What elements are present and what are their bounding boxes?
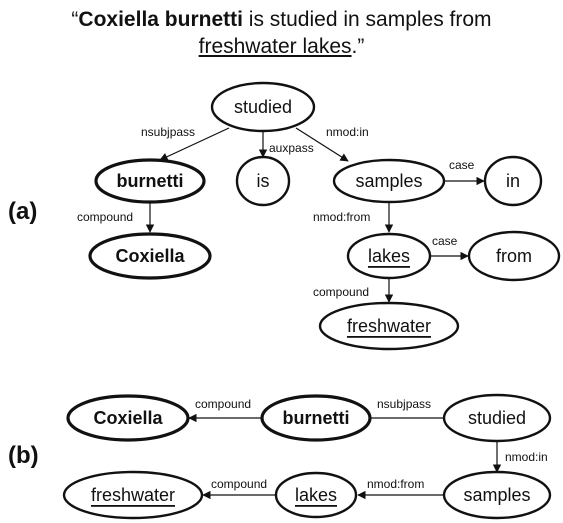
node-b-samples-label: samples bbox=[463, 485, 530, 505]
sentence-title: “Coxiella burnetti is studied in samples… bbox=[0, 6, 563, 60]
node-a-coxiella-label: Coxiella bbox=[115, 246, 185, 266]
edge-label-b-nmod-from: nmod:from bbox=[367, 477, 424, 491]
node-a-is-label: is bbox=[257, 171, 270, 191]
node-b-freshwater: freshwater bbox=[62, 470, 204, 520]
node-b-burnetti-label: burnetti bbox=[283, 408, 350, 428]
edge-label-a-nsubjpass: nsubjpass bbox=[141, 125, 195, 139]
node-a-in-label: in bbox=[506, 171, 520, 191]
node-a-samples: samples bbox=[332, 158, 446, 204]
edge-label-a-compound-freshwater: compound bbox=[313, 285, 369, 299]
panel-b-label: (b) bbox=[8, 442, 39, 469]
node-a-coxiella: Coxiella bbox=[88, 232, 212, 280]
edge-label-a-auxpass: auxpass bbox=[269, 141, 314, 155]
node-b-studied-label: studied bbox=[468, 408, 526, 428]
panel-a-label: (a) bbox=[8, 198, 38, 225]
node-a-samples-label: samples bbox=[355, 171, 422, 191]
graph-a-edges bbox=[145, 127, 485, 303]
edge-a-nsubjpass bbox=[159, 127, 230, 161]
node-b-samples: samples bbox=[442, 470, 552, 520]
graph-b-nodes: Coxiella burnetti studied freshwater lak… bbox=[62, 393, 552, 520]
edge-label-a-compound-coxiella: compound bbox=[77, 210, 133, 224]
node-b-freshwater-label: freshwater bbox=[91, 485, 175, 505]
node-b-coxiella: Coxiella bbox=[66, 394, 190, 442]
edge-label-a-case-in: case bbox=[449, 158, 475, 172]
title-middle: is studied in samples from bbox=[242, 8, 492, 31]
node-b-coxiella-label: Coxiella bbox=[93, 408, 163, 428]
node-a-lakes: lakes bbox=[346, 232, 432, 280]
edge-label-a-case-from: case bbox=[432, 234, 458, 248]
edge-label-b-compound-bottom: compound bbox=[211, 477, 267, 491]
node-a-studied-label: studied bbox=[234, 97, 292, 117]
edge-label-a-nmod-in: nmod:in bbox=[326, 125, 369, 139]
node-a-burnetti: burnetti bbox=[94, 158, 206, 204]
title-quote-open: “ bbox=[71, 8, 79, 31]
node-a-lakes-label: lakes bbox=[368, 246, 410, 266]
node-b-burnetti: burnetti bbox=[260, 394, 372, 442]
edge-a-nmod-in bbox=[295, 127, 349, 162]
edge-label-a-nmod-from: nmod:from bbox=[313, 210, 370, 224]
edge-label-b-compound-top: compound bbox=[195, 397, 251, 411]
graph-a-edge-labels: nsubjpass auxpass nmod:in case compound … bbox=[77, 125, 475, 299]
node-a-studied: studied bbox=[210, 81, 316, 133]
node-a-from: from bbox=[467, 230, 561, 282]
node-a-freshwater: freshwater bbox=[318, 301, 460, 351]
edge-label-b-nmod-in: nmod:in bbox=[505, 450, 548, 464]
node-a-from-label: from bbox=[496, 246, 532, 266]
graph-a-nodes: studied burnetti is samples in Coxiella … bbox=[88, 81, 561, 351]
node-a-is: is bbox=[235, 155, 291, 207]
node-b-lakes: lakes bbox=[274, 471, 358, 519]
graph-b-edge-labels: compound nsubjpass nmod:in compound nmod… bbox=[195, 397, 548, 491]
title-bold-entity: Coxiella burnetti bbox=[78, 8, 243, 31]
node-b-studied: studied bbox=[442, 393, 552, 443]
node-a-in: in bbox=[483, 155, 543, 207]
edge-label-b-nsubjpass: nsubjpass bbox=[377, 397, 431, 411]
title-underlined-entity: freshwater lakes bbox=[198, 35, 352, 58]
title-end: .” bbox=[351, 35, 365, 58]
node-a-freshwater-label: freshwater bbox=[347, 316, 431, 336]
node-b-lakes-label: lakes bbox=[295, 485, 337, 505]
node-a-burnetti-label: burnetti bbox=[117, 171, 184, 191]
